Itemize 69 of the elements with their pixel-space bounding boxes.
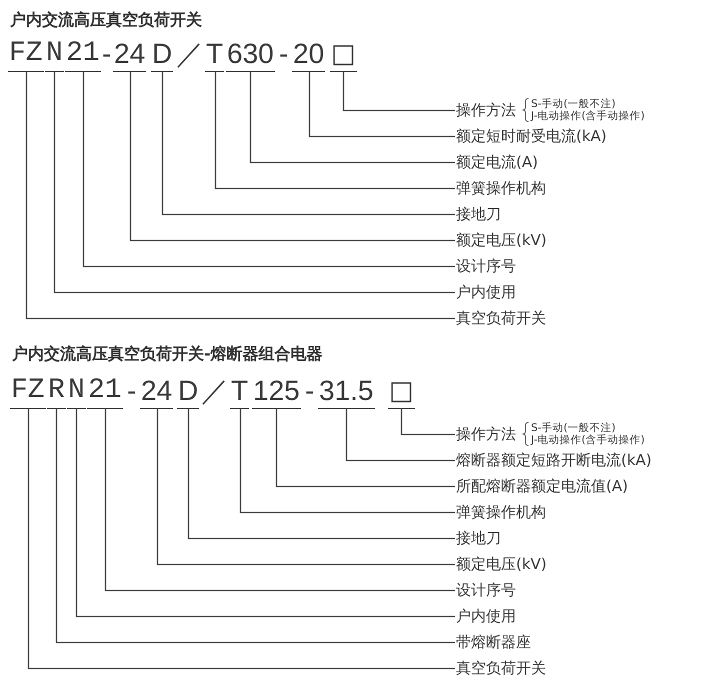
description-label: 接地刀 <box>456 203 501 225</box>
leader-line <box>214 72 455 190</box>
code-separator: - <box>101 40 112 71</box>
description-label: 操作方法 <box>456 100 516 121</box>
leader-line <box>156 409 455 566</box>
code-segment: 24 <box>140 377 174 409</box>
leader-line <box>104 409 455 592</box>
description-label: 额定短时耐受电流(kA) <box>456 125 607 147</box>
leader-line <box>54 72 455 294</box>
code-segment: □ <box>388 377 415 409</box>
description-label: 户内使用 <box>456 281 516 303</box>
description-label: 额定电压(kV) <box>456 229 547 251</box>
option-note: J-电动操作(含手动操作) <box>531 110 645 122</box>
code-segment: D <box>177 377 200 409</box>
code-segment: 125 <box>252 377 301 409</box>
leader-line <box>276 409 455 488</box>
description-label: 弹簧操作机构 <box>456 501 546 523</box>
leader-line <box>346 409 455 462</box>
description-label: 户内使用 <box>456 605 516 627</box>
section-heading: 户内交流高压真空负荷开关-熔断器组合电器 <box>12 344 323 364</box>
code-separator: ／ <box>200 377 230 408</box>
code-separator: ／ <box>175 40 205 71</box>
leader-line <box>250 72 455 164</box>
code-segment: N <box>67 377 86 409</box>
code-segment: 630 <box>226 40 275 72</box>
description-label: 真空负荷开关 <box>456 657 546 679</box>
code-segment: □ <box>330 40 357 72</box>
code-segment: 24 <box>113 40 146 72</box>
code-segment: T <box>230 377 250 409</box>
description-label: 额定电压(kV) <box>456 553 547 575</box>
code-segment: 21 <box>87 377 123 409</box>
description-label: 弹簧操作机构 <box>456 177 546 199</box>
code-separator: - <box>278 40 290 71</box>
leader-line <box>82 72 455 268</box>
code-segment: 21 <box>65 40 101 72</box>
option-note: S-手动(一般不注) <box>531 98 617 110</box>
code-segment: N <box>45 40 64 72</box>
description-label: 设计序号 <box>456 255 516 277</box>
code-segment: FZ <box>10 377 46 409</box>
description-label: 接地刀 <box>456 527 501 549</box>
code-segment: 31.5 <box>318 377 374 409</box>
leader-line <box>240 409 455 514</box>
code-segment: FZ <box>8 40 44 72</box>
leader-line <box>400 409 455 436</box>
option-note: J-电动操作(含手动操作) <box>531 434 645 446</box>
leader-line <box>56 409 455 644</box>
description-label: 操作方法 <box>456 424 516 445</box>
leader-line <box>76 409 455 618</box>
description-label: 真空负荷开关 <box>456 307 546 329</box>
code-segment: T <box>205 40 224 72</box>
option-note: S-手动(一般不注) <box>531 422 617 434</box>
leader-line <box>130 72 455 242</box>
description-label: 设计序号 <box>456 579 516 601</box>
description-label: 熔断器额定短路开断电流(kA) <box>456 449 652 471</box>
code-segment: D <box>151 40 174 72</box>
leader-line <box>342 72 455 112</box>
leader-line <box>308 72 455 138</box>
section-heading: 户内交流高压真空负荷开关 <box>10 10 202 30</box>
leader-line <box>28 409 455 670</box>
code-segment: R <box>47 377 66 409</box>
code-separator: - <box>304 377 316 408</box>
leader-line <box>26 72 455 320</box>
leader-line <box>188 409 455 540</box>
leader-line <box>162 72 455 216</box>
description-label: 额定电流(A) <box>456 151 538 173</box>
code-segment: 20 <box>292 40 326 72</box>
description-label: 所配熔断器额定电流值(A) <box>456 475 628 497</box>
code-separator: - <box>126 377 138 408</box>
description-label: 带熔断器座 <box>456 631 531 653</box>
